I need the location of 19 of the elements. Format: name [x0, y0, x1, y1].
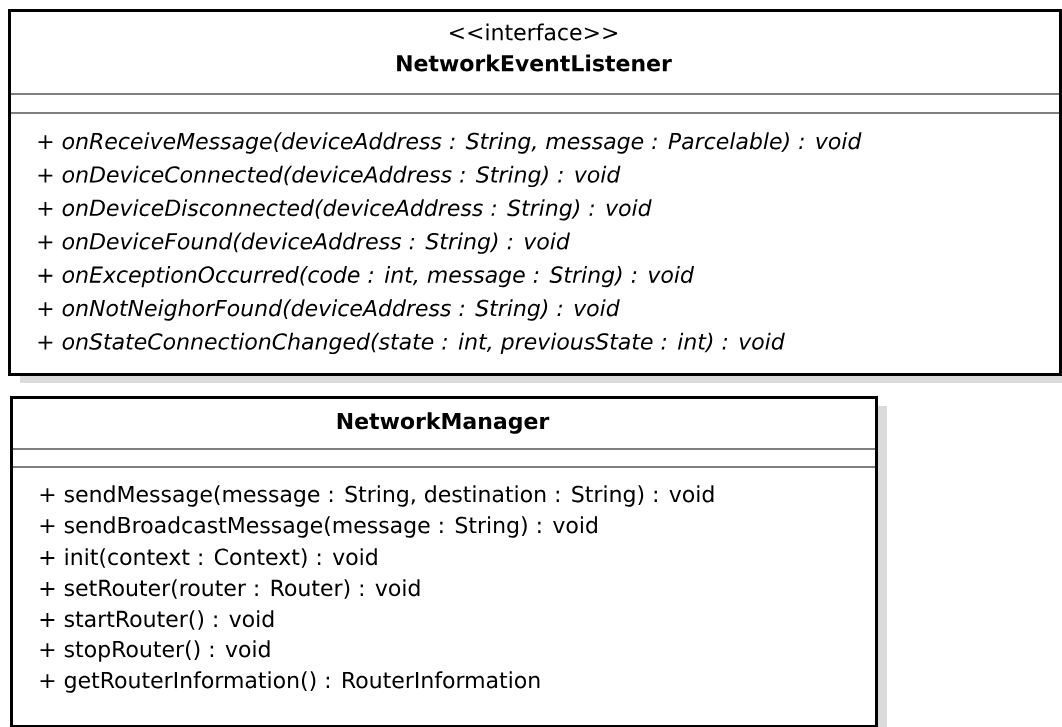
method-signature: + setRouter(router : Router) : void [40, 579, 420, 599]
method-signature: + onDeviceFound(deviceAddress : String) : void [38, 232, 570, 254]
method-signature: + onReceiveMessage(deviceAddress : String, message : Parcelable) : void [38, 132, 862, 154]
method-signature: + init(context : Context) : void [40, 548, 377, 568]
method-signature: + onStateConnectionChanged(state : int, previousState : int) : void [38, 332, 785, 355]
method-signature: + onNotNeighorFound(deviceAddress : String) : void [38, 299, 620, 321]
class-box [8, 9, 1062, 376]
method-signature: + onDeviceConnected(deviceAddress : String) : void [38, 165, 621, 188]
method-signature: + getRouterInformation() : RouterInformation [40, 671, 540, 693]
method-signature: + stopRouter() : void [40, 640, 270, 662]
method-signature: + startRouter() : void [40, 610, 274, 630]
class-box [10, 396, 878, 727]
class-name: NetworkEventListener [397, 54, 672, 72]
class-name: NetworkManager [337, 412, 550, 434]
stereotype-label: <<interface>> [449, 23, 618, 41]
method-signature: + sendMessage(message : String, destination : String) : void [40, 485, 714, 507]
method-signature: + sendBroadcastMessage(message : String) : void [40, 516, 597, 538]
method-signature: + onExceptionOccurred(code : int, message : String) : void [38, 265, 695, 288]
method-signature: + onDeviceDisconnected(deviceAddress : String) : void [38, 199, 652, 221]
